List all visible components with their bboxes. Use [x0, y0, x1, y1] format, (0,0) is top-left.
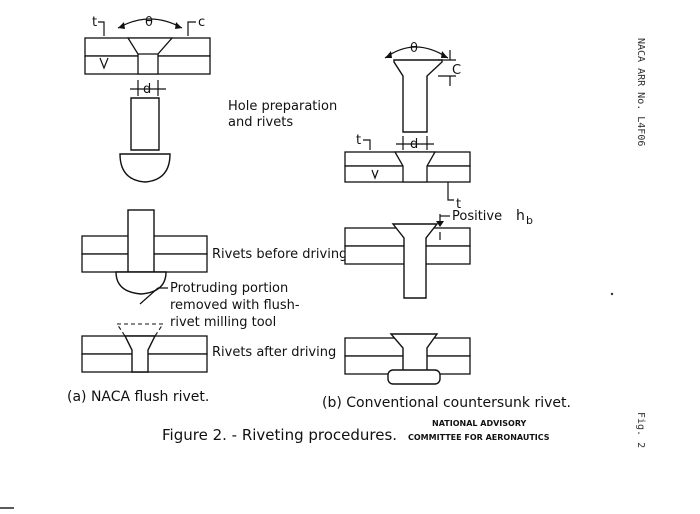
naca-hole-preparation: θ t c d	[84, 15, 211, 183]
c-label-b: C	[452, 63, 461, 78]
hole-prep-label-2: and rivets	[228, 115, 293, 130]
protruding-label-2: removed with flush-	[170, 298, 300, 313]
hb-subscript: b	[526, 214, 533, 227]
side-report-id: NACA ARR No. L4F06	[635, 38, 646, 146]
hole-prep-label-1: Hole preparation	[228, 99, 337, 114]
countersunk-rivet-after	[344, 333, 471, 385]
nac-line-1: NATIONAL ADVISORY	[432, 419, 527, 428]
d-label-b: d	[410, 137, 418, 152]
countersunk-rivet-before	[344, 214, 471, 299]
rivets-before-label: Rivets before driving	[212, 247, 347, 262]
t-label-b2: t	[456, 197, 461, 212]
caption-a: (a) NACA flush rivet.	[67, 389, 209, 405]
c-label-a: c	[198, 15, 205, 30]
side-fig-number: Fig. 2	[635, 412, 646, 448]
protruding-label-1: Protruding portion	[170, 281, 288, 296]
hb-label: h	[516, 208, 525, 224]
rivets-after-label: Rivets after driving	[212, 345, 336, 360]
protruding-label-3: rivet milling tool	[170, 315, 276, 330]
countersunk-hole-preparation: θ C d t t	[344, 41, 471, 212]
theta-label-b: θ	[410, 41, 418, 56]
d-label-a: d	[143, 82, 151, 97]
caption-b: (b) Conventional countersunk rivet.	[322, 395, 571, 411]
naca-rivet-before	[81, 209, 208, 295]
figure-caption: Figure 2. - Riveting procedures.	[162, 426, 397, 444]
t-label-a: t	[92, 15, 97, 30]
theta-label-a: θ	[145, 15, 153, 30]
positive-hb-label: Positive	[452, 209, 502, 224]
nac-line-2: COMMITTEE FOR AERONAUTICS	[408, 433, 550, 442]
naca-rivet-after	[81, 323, 208, 373]
t-label-b1: t	[356, 133, 361, 148]
